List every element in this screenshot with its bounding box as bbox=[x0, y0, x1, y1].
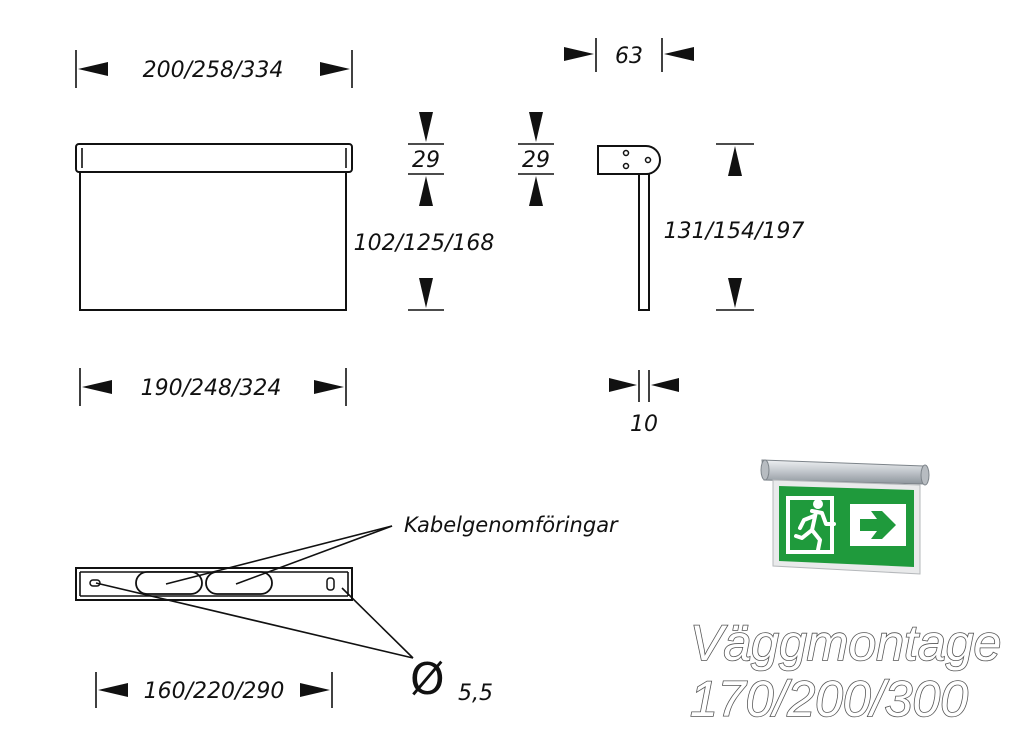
top-width-label: 200/258/334 bbox=[143, 58, 284, 83]
hole-spacing-dimension: 160/220/290 bbox=[95, 672, 333, 708]
mounting-plate bbox=[75, 567, 353, 601]
leader-lines bbox=[95, 525, 414, 659]
hole-diameter-callout: Ø 5,5 bbox=[410, 654, 493, 706]
plate-thickness-label: 10 bbox=[630, 412, 658, 437]
front-view bbox=[75, 143, 353, 311]
hole-spacing-label: 160/220/290 bbox=[144, 679, 285, 704]
hole-diameter-label: 5,5 bbox=[458, 681, 493, 706]
plate-thickness-dimension: 10 bbox=[609, 370, 679, 437]
cap-height-left-label: 29 bbox=[412, 148, 440, 173]
exit-sign-photo bbox=[760, 459, 930, 575]
bottom-width-dimension: 190/248/324 bbox=[79, 368, 347, 406]
mounting-hole-right bbox=[326, 577, 335, 591]
depth-label: 63 bbox=[615, 44, 643, 69]
cable-entries-label: Kabelgenomföringar bbox=[404, 513, 619, 537]
right-arrow-icon bbox=[850, 504, 906, 546]
cap-height-left-dimension: 29 bbox=[408, 112, 444, 206]
mounting-hole-left bbox=[89, 579, 101, 587]
diameter-symbol: Ø bbox=[410, 654, 445, 705]
depth-dimension: 63 bbox=[564, 38, 694, 72]
size-variants-title: 170/200/300 bbox=[690, 671, 968, 727]
running-man-exit-icon bbox=[786, 496, 836, 554]
body-height-dimension: 102/125/168 bbox=[354, 231, 495, 311]
mounting-type-title: Väggmontage bbox=[690, 615, 1001, 671]
cap-height-right-dimension: 29 bbox=[518, 112, 554, 206]
total-height-dimension: 131/154/197 bbox=[664, 143, 805, 311]
total-height-label: 131/154/197 bbox=[664, 219, 805, 244]
side-view bbox=[597, 145, 661, 311]
top-width-dimension: 200/258/334 bbox=[75, 50, 353, 88]
body-height-label: 102/125/168 bbox=[354, 231, 495, 256]
cap-height-right-label: 29 bbox=[522, 148, 550, 173]
bottom-width-label: 190/248/324 bbox=[141, 376, 282, 401]
